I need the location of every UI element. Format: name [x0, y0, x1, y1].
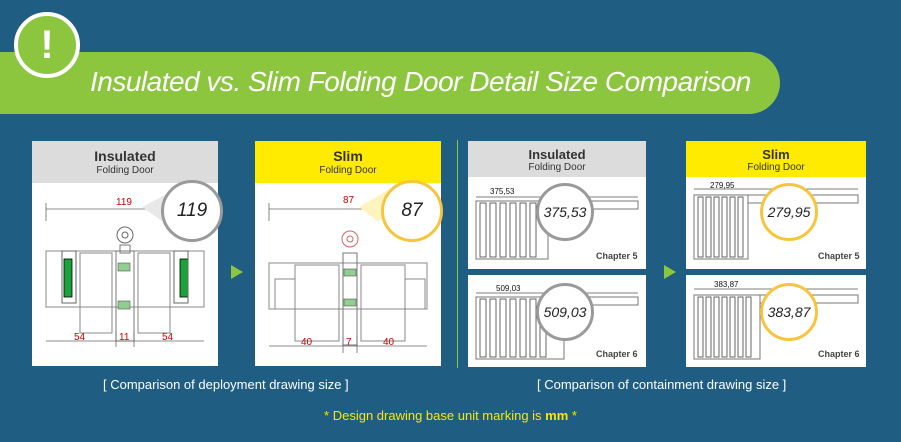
card-subtitle: Folding Door — [96, 165, 154, 176]
bottom-dimension-right: 54 — [162, 332, 174, 343]
bottom-dimension-left: 54 — [74, 332, 86, 343]
card-subtitle: Folding Door — [528, 162, 586, 173]
slim-section-drawing — [268, 186, 428, 353]
deployment-slim-card: Slim Folding Door 87 40 7 40 — [255, 141, 441, 366]
bottom-dimension-left: 40 — [301, 337, 313, 348]
chapter-label: Chapter 5 — [596, 251, 638, 261]
slim-width-callout: 87 — [381, 180, 443, 242]
chapter-label: Chapter 6 — [818, 349, 860, 359]
title-banner — [0, 52, 780, 114]
top-dimension: 87 — [343, 195, 355, 206]
containment-slim-ch6-callout: 383,87 — [760, 283, 818, 341]
containment-caption: [ Comparison of containment drawing size… — [537, 377, 787, 392]
containment-insulated-ch6-callout: 509,03 — [536, 283, 594, 341]
card-header: Slim Folding Door — [255, 141, 441, 183]
bottom-dimension-middle: 7 — [346, 337, 352, 348]
deployment-caption: [ Comparison of deployment drawing size … — [103, 377, 349, 392]
page-title: Insulated vs. Slim Folding Door Detail S… — [90, 66, 751, 97]
card-title: Insulated — [528, 147, 586, 162]
chapter-label: Chapter 6 — [596, 349, 638, 359]
arrow-right-icon — [664, 265, 676, 279]
containment-insulated-ch5-callout: 375,53 — [536, 183, 594, 241]
exclamation-icon: ! — [14, 12, 80, 78]
section-divider — [457, 140, 458, 368]
unit-note: * Design drawing base unit marking is mm… — [0, 408, 901, 423]
insulated-width-callout: 119 — [161, 180, 223, 242]
bottom-dimension-middle: 11 — [119, 332, 130, 343]
containment-slim-ch5-card: Slim Folding Door 279,95 Chapter 5 — [686, 141, 866, 269]
dimension-label: 383,87 — [714, 280, 739, 289]
top-dimension: 119 — [116, 197, 132, 208]
dimension-label: 375,53 — [490, 187, 515, 196]
chapter-label: Chapter 5 — [818, 251, 860, 261]
unit-note-prefix: * Design drawing base unit marking is — [324, 408, 546, 423]
unit-note-unit: mm — [545, 408, 569, 423]
dimension-label: 509,03 — [496, 284, 521, 293]
bottom-dimension-right: 40 — [383, 337, 395, 348]
card-title: Slim — [333, 148, 363, 164]
card-header: Slim Folding Door — [686, 141, 866, 177]
unit-note-suffix: * — [568, 408, 577, 423]
arrow-right-icon — [231, 265, 243, 279]
card-header: Insulated Folding Door — [32, 141, 218, 183]
containment-slim-ch5-callout: 279,95 — [760, 183, 818, 241]
stacked-panels-drawing — [475, 292, 639, 360]
dimension-label: 279,95 — [710, 181, 735, 190]
card-subtitle: Folding Door — [319, 165, 377, 176]
deployment-insulated-card: Insulated Folding Door 119 54 11 54 — [32, 141, 218, 366]
card-title: Slim — [762, 147, 790, 162]
stacked-panels-drawing — [693, 288, 859, 360]
card-title: Insulated — [94, 148, 156, 164]
card-subtitle: Folding Door — [747, 162, 805, 173]
card-header: Insulated Folding Door — [468, 141, 646, 177]
